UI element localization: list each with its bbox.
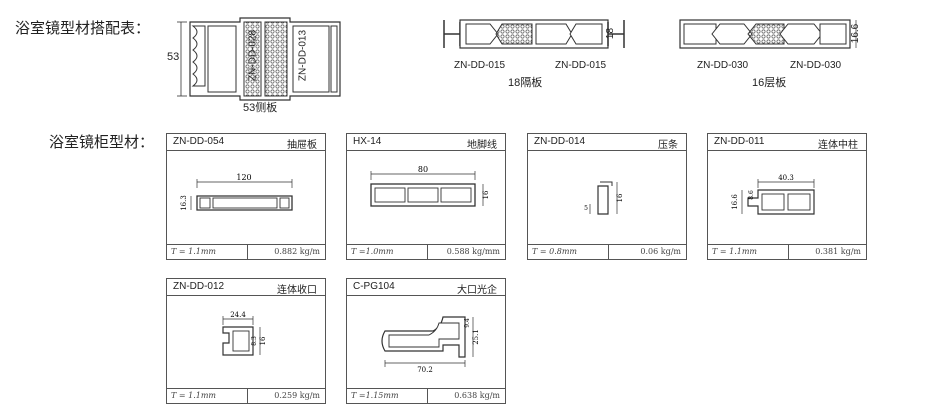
shelf-caption: 16层板 <box>752 77 787 89</box>
thickness-label: T = 1.1mm <box>171 391 217 400</box>
weight-label: 0.588 kg/mm <box>446 247 500 256</box>
weight-label: 0.381 kg/m <box>815 247 861 256</box>
side-panel-drawing <box>177 17 341 101</box>
profile-card-zn-dd-014: ZN-DD-014 压条 16 5 T = 0.8mm 0.06 kg/m <box>527 133 687 260</box>
card-name: 地脚线 <box>467 140 497 151</box>
side-panel-dim: 53 <box>167 51 180 63</box>
thickness-label: T =1.15mm <box>351 391 399 400</box>
dim-label: 40.3 <box>778 174 794 182</box>
dim-label: 120 <box>236 173 251 182</box>
card-name: 连体收口 <box>277 285 317 296</box>
profile-drawing: 40.3 16.6 8.6 <box>731 174 815 215</box>
card-name: 连体中柱 <box>818 140 858 151</box>
dim-label: 16.6 <box>731 194 739 210</box>
profile-card-hx-14: HX-14 地脚线 80 16 T =1.0mm 0.588 kg/mm <box>346 133 506 260</box>
cabinet-profiles-title: 浴室镜柜型材： <box>49 133 155 151</box>
partition-drawing <box>443 19 625 49</box>
weight-label: 0.06 kg/m <box>640 247 681 256</box>
dim-label: 8.3 <box>251 336 258 346</box>
weight-label: 0.259 kg/m <box>274 391 320 400</box>
matching-table-title: 浴室镜型材搭配表： <box>15 19 151 37</box>
side-panel-code-a: ZN-DD-028 <box>247 29 259 82</box>
profile-drawing: 120 16.3 <box>180 173 293 211</box>
dim-label: 25.1 <box>472 329 480 345</box>
shelf-code-left: ZN-DD-030 <box>697 60 749 71</box>
dim-label: 16.3 <box>180 195 188 211</box>
card-code: HX-14 <box>353 136 382 147</box>
partition-code-left: ZN-DD-015 <box>454 60 506 71</box>
partition-dim: 18 <box>605 27 617 40</box>
partition-caption: 18隔板 <box>508 77 543 89</box>
weight-label: 0.882 kg/m <box>274 247 320 256</box>
profile-card-zn-dd-054: ZN-DD-054 抽屉板 120 16.3 T = 1.1mm 0.882 kg/… <box>166 133 326 260</box>
dim-label: 80 <box>418 165 428 174</box>
shelf-dim: 16.6 <box>850 23 862 44</box>
card-code: ZN-DD-054 <box>173 136 225 147</box>
dim-label: 70.2 <box>417 366 433 374</box>
thickness-label: T = 0.8mm <box>532 247 578 256</box>
dim-label: 16 <box>616 193 624 202</box>
thickness-label: T =1.0mm <box>351 247 394 256</box>
dim-label: 24.4 <box>230 311 246 319</box>
card-code: ZN-DD-011 <box>714 136 765 147</box>
dim-label: 5 <box>584 205 588 212</box>
thickness-label: T = 1.1mm <box>712 247 758 256</box>
side-panel-caption: 53侧板 <box>243 102 278 114</box>
thickness-label: T = 1.1mm <box>171 247 217 256</box>
dim-label: 16 <box>259 336 267 345</box>
profile-card-zn-dd-011: ZN-DD-011 连体中柱 40.3 16.6 8.6 T = 1.1mm 0.3… <box>707 133 867 260</box>
card-name: 抽屉板 <box>287 140 317 151</box>
weight-label: 0.638 kg/m <box>454 391 500 400</box>
dim-label: 9.4 <box>464 318 471 328</box>
profile-drawing: 24.4 16 8.3 <box>222 311 267 356</box>
profile-drawing: 80 16 <box>370 165 490 207</box>
card-code: C-PG104 <box>353 281 395 292</box>
card-code: ZN-DD-012 <box>173 281 225 292</box>
card-name: 大口光企 <box>457 285 497 296</box>
profile-card-c-pg104: C-PG104 大口光企 70.2 25.1 9.4 T =1.15mm 0.638… <box>346 278 506 404</box>
dim-label: 8.6 <box>748 190 755 200</box>
shelf-code-right: ZN-DD-030 <box>790 60 842 71</box>
shelf-drawing <box>679 19 857 49</box>
card-name: 压条 <box>658 140 678 151</box>
profile-drawing: 70.2 25.1 9.4 <box>381 316 480 374</box>
profile-drawing: 16 5 <box>584 181 624 215</box>
side-panel-code-b: ZN-DD-013 <box>297 29 309 82</box>
dim-label: 16 <box>482 190 490 199</box>
partition-code-right: ZN-DD-015 <box>555 60 607 71</box>
card-code: ZN-DD-014 <box>534 136 586 147</box>
profile-card-zn-dd-012: ZN-DD-012 连体收口 24.4 16 8.3 T = 1.1mm 0.259… <box>166 278 326 404</box>
